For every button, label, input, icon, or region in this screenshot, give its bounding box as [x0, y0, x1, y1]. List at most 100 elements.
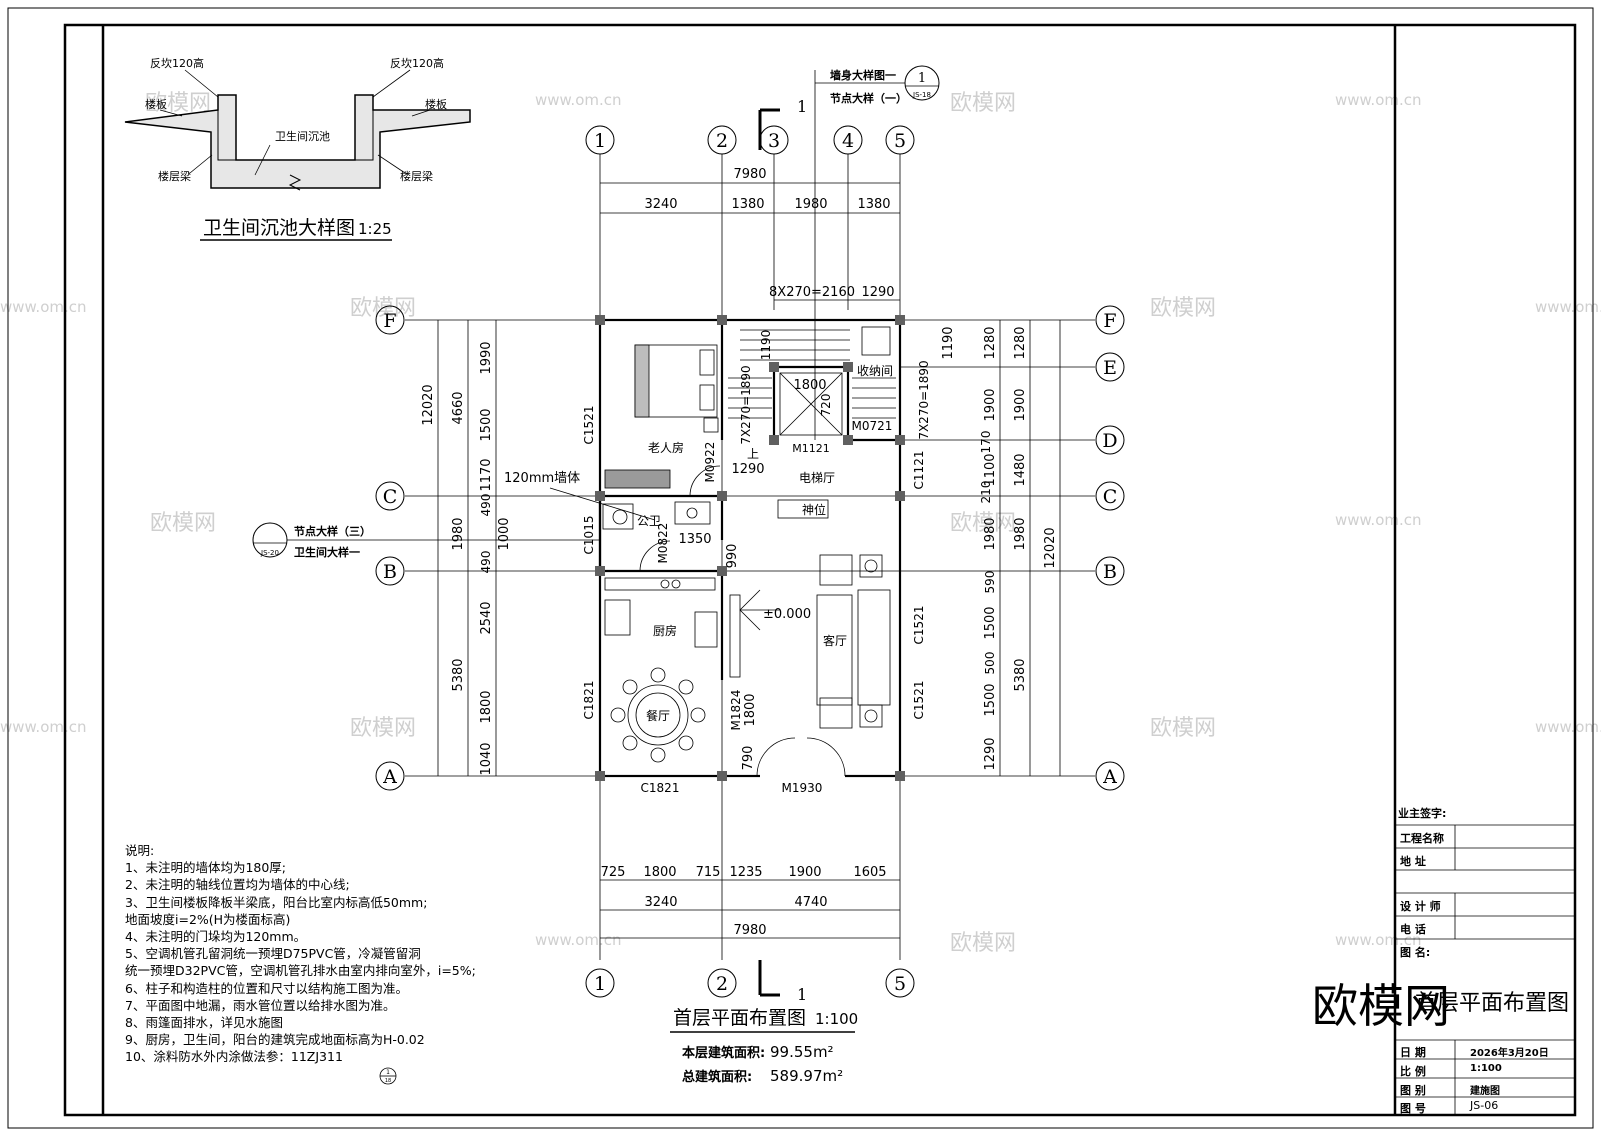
watermark-text: 欧模网: [1150, 716, 1216, 741]
axis-bubbles-sides: F C B A F E D C B A: [375, 305, 1125, 791]
dim-text: 1100: [983, 453, 998, 486]
note-item: 6、柱子和构造柱的位置和尺寸以结构施工图为准。: [125, 980, 408, 996]
dim-text: 1990: [479, 341, 494, 374]
window-label: C1821: [641, 781, 680, 795]
room-shrine: 神位: [802, 502, 826, 517]
dim-text: 1800: [479, 690, 494, 723]
watermark-text: 欧模网: [350, 296, 416, 321]
axis-label: 1: [594, 130, 606, 152]
note-item: 4、未注明的门垛均为120mm。: [125, 929, 307, 945]
detail-label: 反坎120高: [390, 56, 444, 70]
dim-text: 1290: [861, 285, 894, 300]
dim-text: 1350: [678, 532, 711, 547]
room-elder: 老人房: [648, 440, 684, 455]
door-label: M0721: [852, 419, 893, 433]
dim-text: 210: [979, 481, 993, 504]
axis-label: F: [383, 310, 396, 332]
axis-lines: [405, 154, 1095, 960]
category-label: 图 别: [1400, 1084, 1426, 1097]
opening-labels: C1521 C1015 C1821 C1821 M1930 M0922 M082…: [582, 330, 926, 795]
axis-bubbles-top: 1 2 3 4 5: [585, 125, 915, 155]
dims-bottom: 725 1800 715 1235 1900 1605 3240 4740 79…: [600, 865, 900, 939]
category-value: 建施图: [1470, 1086, 1500, 1097]
dim-text: 1290: [731, 462, 764, 477]
dim-text: 1900: [788, 865, 821, 880]
dim-text: 1380: [857, 197, 890, 212]
dim-text: 1500: [983, 606, 998, 639]
dim-text: 1800: [643, 865, 676, 880]
dim-text: 1800: [743, 693, 758, 726]
designer-label: 设 计 师: [1400, 900, 1441, 913]
dim-text: 1235: [729, 865, 762, 880]
total-area-value: 589.97m²: [770, 1067, 843, 1085]
detail-toilet-pit: 反坎120高 反坎120高 楼板 楼板 卫生间沉池 楼层梁 楼层梁 卫生间沉池大…: [124, 56, 471, 241]
axis-label: 2: [716, 130, 728, 152]
note-item: 统一预埋D32PVC管，空调机管孔排水由室内排向室外，i=5%;: [125, 963, 476, 979]
dim-text: 790: [741, 746, 756, 771]
owner-sign-label: 业主签字:: [1398, 807, 1447, 820]
watermark-url: www.om.cn: [1535, 298, 1601, 316]
axis-label: A: [1102, 766, 1117, 788]
dim-text: 4660: [451, 391, 466, 424]
axis-label: A: [382, 766, 397, 788]
dim-text: 4740: [794, 895, 827, 910]
dim-text: 1280: [983, 326, 998, 359]
room-kitchen: 厨房: [653, 623, 677, 638]
dim-text: 490: [479, 551, 493, 574]
note-item: 10、涂料防水外内涂做法参：11ZJ311: [125, 1049, 343, 1065]
dim-text: 1605: [853, 865, 886, 880]
door-label: M0822: [656, 523, 670, 564]
dim-text: 3240: [644, 197, 677, 212]
scale-label: 比 例: [1400, 1065, 1426, 1078]
detail-label: 反坎120高: [150, 56, 204, 70]
axis-label: 1: [594, 973, 606, 995]
dim-text: 1040: [479, 742, 494, 775]
watermark-text: 欧模网: [950, 931, 1016, 956]
columns: [595, 315, 905, 781]
dim-text: 725: [601, 865, 626, 880]
drawing-title-block: 首层平面布置图 1:100 本层建筑面积: 99.55m² 总建筑面积: 589…: [670, 1007, 858, 1085]
note-item: 5、空调机管孔留洞统一预埋D75PVC管，冷凝管留洞: [125, 946, 421, 962]
dim-text: 1800: [793, 378, 826, 393]
watermark-url: www.om.cn: [1535, 718, 1601, 736]
window-label: C1521: [912, 681, 926, 720]
axis-label: D: [1102, 430, 1117, 452]
dim-text: 1500: [479, 408, 494, 441]
section-mark: 1: [797, 97, 807, 116]
detail-title: 卫生间沉池大样图: [203, 217, 355, 239]
note-item: 9、厨房，卫生间，阳台的建筑完成地面标高为H-0.02: [125, 1032, 425, 1048]
window-label: C1015: [582, 516, 596, 555]
ref-bottom: 18: [385, 1078, 391, 1084]
watermark-url: www.om.cn: [1335, 511, 1422, 529]
dim-text: 1190: [759, 330, 773, 361]
dim-text: 1190: [941, 326, 956, 359]
detail-label: 楼板: [425, 97, 447, 111]
dim-text: 590: [983, 571, 997, 594]
note-item: 地面坡度i=2%(H为楼面标高): [125, 911, 291, 927]
watermark-url: www.om.cn: [1335, 91, 1422, 109]
dim-text: 1170: [479, 458, 494, 491]
drawing-name-label: 图 名:: [1400, 946, 1431, 959]
general-notes: 说明: 1、未注明的墙体均为180厚; 2、未注明的轴线位置均为墙体的中心线; …: [125, 842, 585, 1066]
note-item: 3、卫生间楼板降板半梁底，阳台比室内标高低50mm;: [125, 894, 428, 910]
note-item: 1、未注明的墙体均为180厚;: [125, 860, 287, 876]
detail-label: 楼板: [145, 97, 167, 111]
door-label: M1121: [792, 442, 830, 455]
dims-left: 12020 4660 1980 5380 1990 1500 1170 490 …: [421, 320, 512, 776]
room-wc: 公卫: [637, 514, 661, 528]
dim-text: 7980: [733, 167, 766, 182]
dim-text: 1380: [731, 197, 764, 212]
callout-text: 墙身大样图一: [830, 68, 896, 82]
window-label: C1521: [912, 606, 926, 645]
dim-text: 1980: [983, 517, 998, 550]
watermark-url: www.om.cn: [535, 91, 622, 109]
dim-text: 170: [979, 431, 993, 454]
watermark-text: 欧模网: [150, 511, 216, 536]
axis-label: 5: [894, 973, 906, 995]
watermark-url: www.om.cn: [0, 718, 87, 736]
area-value: 99.55m²: [770, 1043, 834, 1061]
room-storage: 收纳间: [857, 364, 893, 378]
dim-text: 500: [983, 652, 997, 675]
dim-text: 7X270=1890: [917, 360, 931, 439]
watermark-big: 欧模网: [1312, 979, 1450, 1033]
